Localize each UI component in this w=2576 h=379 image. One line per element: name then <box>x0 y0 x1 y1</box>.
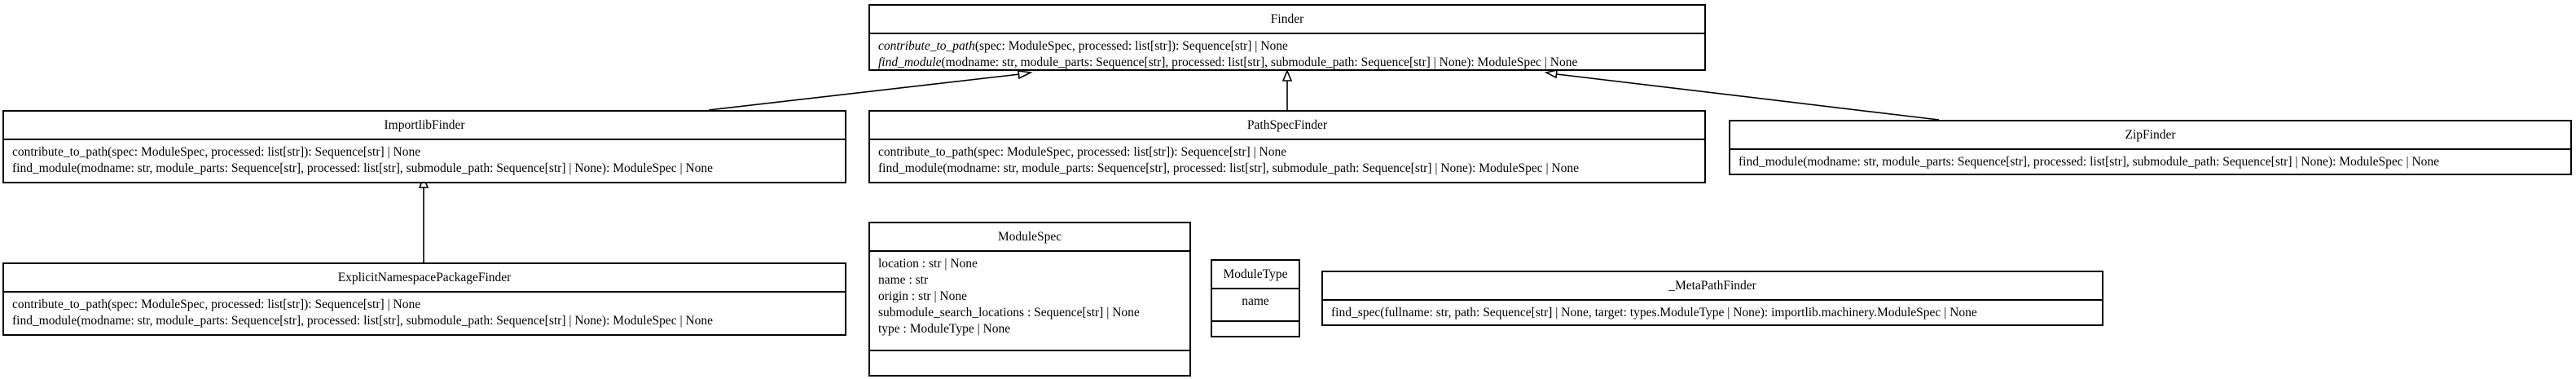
class-methods: contribute_to_path(spec: ModuleSpec, pro… <box>4 293 845 333</box>
attribute-row: name <box>1242 294 1269 308</box>
class-methods: contribute_to_path(spec: ModuleSpec, pro… <box>4 140 845 181</box>
class-importlib-finder: ImportlibFinder contribute_to_path(spec:… <box>2 110 846 183</box>
method-signature: (spec: ModuleSpec, processed: list[str])… <box>974 39 1288 53</box>
class-methods: find_spec(fullname: str, path: Sequence[… <box>1323 301 2102 325</box>
class-module-type: ModuleType name <box>1211 259 1300 337</box>
method-row: find_module(modname: str, module_parts: … <box>1739 155 2440 169</box>
edge-pathspec-arrowhead <box>1281 68 1293 82</box>
edge-importlib-to-finder <box>708 73 1021 111</box>
class-attributes: location : str | None name : str origin … <box>870 252 1189 350</box>
attribute-row: submodule_search_locations : Sequence[st… <box>878 306 1140 320</box>
attribute-row: location : str | None <box>878 257 978 271</box>
class-module-spec: ModuleSpec location : str | None name : … <box>868 222 1191 377</box>
class-name: _MetaPathFinder <box>1323 272 2102 301</box>
method-name: contribute_to_path <box>878 39 975 53</box>
method-row: contribute_to_path(spec: ModuleSpec, pro… <box>12 297 421 311</box>
method-row: contribute_to_path(spec: ModuleSpec, pro… <box>878 38 1696 55</box>
class-name: ExplicitNamespacePackageFinder <box>4 264 845 293</box>
method-name: find_module <box>878 55 942 69</box>
method-row: find_module(modname: str, module_parts: … <box>878 161 1580 175</box>
attribute-row: name : str <box>878 273 929 287</box>
method-row: find_spec(fullname: str, path: Sequence[… <box>1331 306 1977 320</box>
class-explicit-namespace-package-finder: ExplicitNamespacePackageFinder contribut… <box>2 262 846 336</box>
attribute-row: type : ModuleType | None <box>878 322 1011 336</box>
class-name: PathSpecFinder <box>870 112 1704 140</box>
method-row: contribute_to_path(spec: ModuleSpec, pro… <box>878 145 1287 159</box>
class-methods: contribute_to_path(spec: ModuleSpec, pro… <box>870 140 1704 181</box>
class-name: Finder <box>870 6 1704 34</box>
class-name: ModuleSpec <box>870 223 1189 252</box>
class-methods <box>1212 320 1299 330</box>
class-methods: find_module(modname: str, module_parts: … <box>1730 150 2570 174</box>
class-meta-path-finder: _MetaPathFinder find_spec(fullname: str,… <box>1321 271 2103 326</box>
edge-importlib-arrowhead <box>1018 70 1033 80</box>
edge-zip-arrowhead <box>1544 68 1558 79</box>
method-signature: (modname: str, module_parts: Sequence[st… <box>941 55 1578 69</box>
method-row: find_module(modname: str, module_parts: … <box>12 314 714 328</box>
class-attributes: name <box>1212 289 1299 320</box>
class-methods: contribute_to_path(spec: ModuleSpec, pro… <box>870 34 1704 75</box>
class-name: ModuleType <box>1212 261 1299 289</box>
class-name: ZipFinder <box>1730 121 2570 150</box>
method-row: find_module(modname: str, module_parts: … <box>12 161 714 175</box>
class-zip-finder: ZipFinder find_module(modname: str, modu… <box>1729 120 2572 175</box>
attribute-row: origin : str | None <box>878 289 968 303</box>
edge-zip-to-finder <box>1556 73 1940 121</box>
class-methods <box>870 350 1189 359</box>
class-name: ImportlibFinder <box>4 112 845 140</box>
method-row: find_module(modname: str, module_parts: … <box>878 55 1696 71</box>
class-finder: Finder contribute_to_path(spec: ModuleSp… <box>868 4 1706 71</box>
method-row: contribute_to_path(spec: ModuleSpec, pro… <box>12 145 421 159</box>
class-path-spec-finder: PathSpecFinder contribute_to_path(spec: … <box>868 110 1706 183</box>
